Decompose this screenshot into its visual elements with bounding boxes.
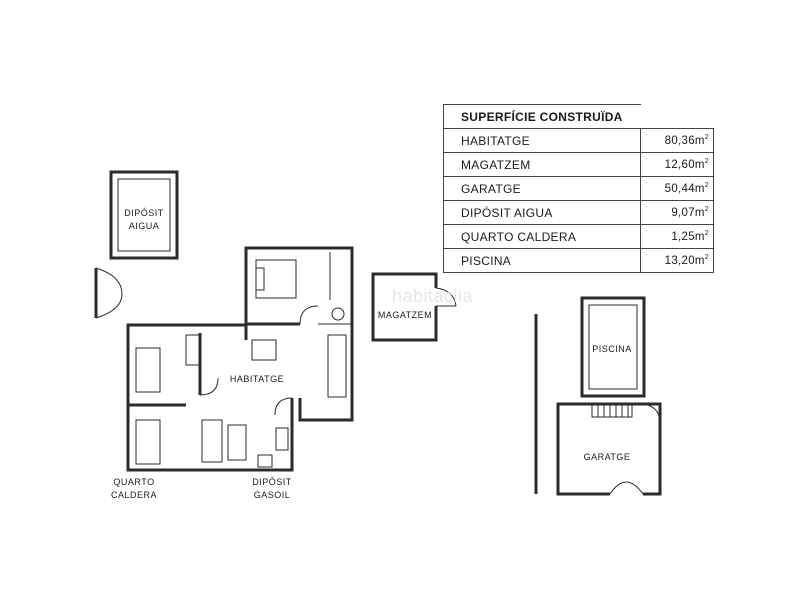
garatge-label: GARATGE [584, 452, 631, 462]
magatzem-label: MAGATZEM [378, 310, 432, 320]
row-value: 12,60m2 [640, 152, 714, 177]
row-value: 9,07m2 [640, 200, 714, 225]
quarto-caldera-label-line1: QUARTO [113, 477, 154, 487]
quarto-caldera-label-line2: CALDERA [111, 490, 157, 500]
row-name: DIPÓSIT AIGUA [443, 200, 641, 225]
table-row: GARATGE 50,44m2 [443, 176, 714, 201]
row-value: 50,44m2 [640, 176, 714, 201]
piscina-pool: PISCINA [580, 296, 646, 398]
table-row: DIPÓSIT AIGUA 9,07m2 [443, 200, 714, 225]
table-row: QUARTO CALDERA 1,25m2 [443, 224, 714, 249]
diposit-aigua-room: DIPÓSIT AIGUA [109, 170, 179, 260]
diposit-aigua-label-line2: AIGUA [129, 221, 160, 231]
magatzem-room: MAGATZEM [371, 272, 457, 342]
habitatge-building: HABITATGE [126, 246, 354, 472]
diposit-gasoil-label-line2: GASOIL [254, 490, 291, 500]
row-name: QUARTO CALDERA [443, 224, 641, 249]
garatge-building: GARATGE [556, 402, 662, 496]
row-value: 80,36m2 [640, 128, 714, 153]
row-name: GARATGE [443, 176, 641, 201]
diposit-gasoil-label-line1: DIPÓSIT [252, 477, 292, 487]
area-table-title: SUPERFÍCIE CONSTRUÏDA [443, 104, 641, 129]
table-row: PISCINA 13,20m2 [443, 248, 714, 273]
table-row: MAGATZEM 12,60m2 [443, 152, 714, 177]
diposit-aigua-label-line1: DIPÓSIT [124, 208, 164, 218]
row-value: 13,20m2 [640, 248, 714, 273]
row-name: HABITATGE [443, 128, 641, 153]
watermark: habitaclia [392, 286, 474, 306]
row-name: PISCINA [443, 248, 641, 273]
area-table: SUPERFÍCIE CONSTRUÏDA HABITATGE 80,36m2 … [443, 104, 714, 273]
table-row: HABITATGE 80,36m2 [443, 128, 714, 153]
row-value: 1,25m2 [640, 224, 714, 249]
habitatge-label: HABITATGE [230, 374, 284, 384]
row-name: MAGATZEM [443, 152, 641, 177]
piscina-label: PISCINA [592, 344, 632, 354]
area-table-header: SUPERFÍCIE CONSTRUÏDA [443, 104, 714, 129]
entrance-gate [94, 267, 123, 319]
